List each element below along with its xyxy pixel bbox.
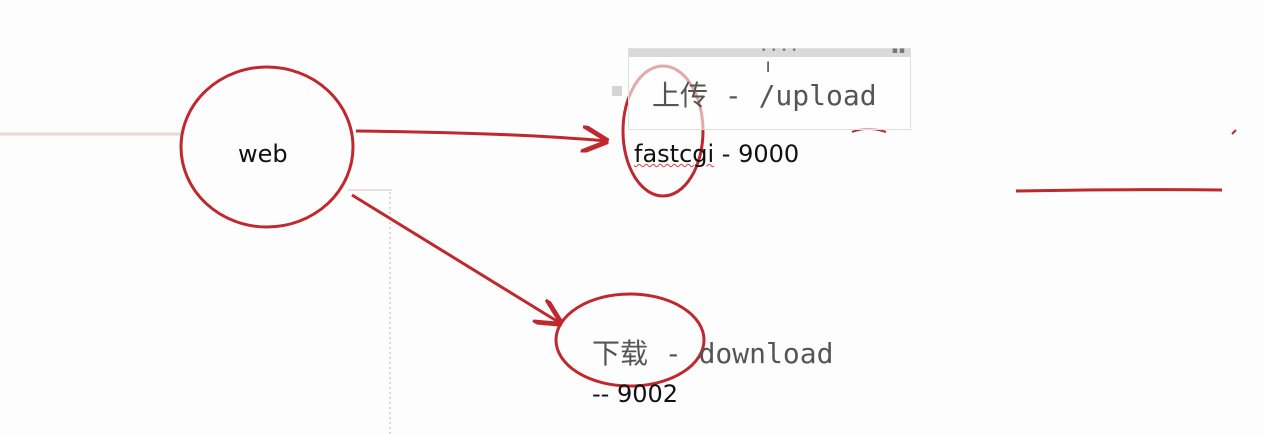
web-node-circle xyxy=(179,65,355,229)
web-node-label: web xyxy=(238,140,288,168)
text-cursor-icon: I xyxy=(766,60,771,76)
download-highlight-oval xyxy=(554,292,706,388)
upload-arrow xyxy=(355,131,606,141)
bullet-square-icon xyxy=(612,86,622,96)
stray-tick-top-right xyxy=(1231,129,1237,135)
download-title: 下载 - download xyxy=(592,337,834,370)
fastcgi-port: - 9000 xyxy=(714,140,800,168)
textbox-grip-icon[interactable]: • • • • xyxy=(761,46,798,56)
upload-title: 上传 - /upload xyxy=(652,79,877,112)
textbox-resize-icon[interactable]: ▪▪ xyxy=(891,46,906,56)
textbox-title-bar[interactable] xyxy=(629,49,910,57)
fastcgi-port-label: fastcgi - 9000 xyxy=(634,140,799,168)
stray-stroke-right xyxy=(1015,188,1223,193)
download-arrow xyxy=(351,193,560,323)
fastcgi-word: fastcgi xyxy=(634,140,715,168)
download-port-label: -- 9002 xyxy=(592,380,679,408)
upload-textbox-frame[interactable]: • • • • ▪▪ xyxy=(628,46,911,130)
